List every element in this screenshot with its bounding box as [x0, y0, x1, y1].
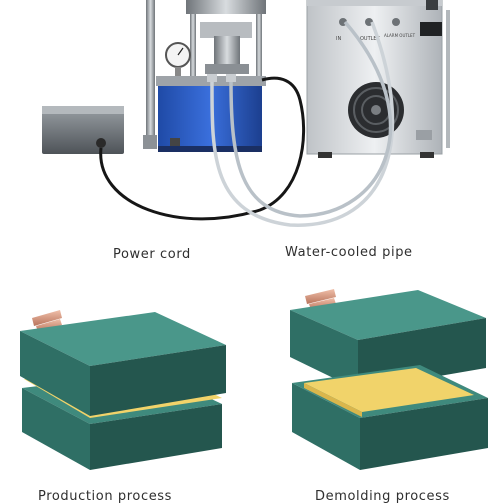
production-process-diagram — [20, 310, 226, 470]
power-cord-label: Power cord — [113, 247, 191, 262]
press-base — [158, 86, 262, 148]
press-top-plate — [186, 0, 266, 14]
control-box — [42, 106, 124, 154]
port-outlet-label: OUTLET — [360, 36, 381, 42]
hydraulic-press — [143, 0, 266, 152]
port-in-label: IN — [336, 36, 341, 42]
water-pipe-1 — [210, 21, 395, 227]
power-socket-icon — [420, 22, 442, 36]
water-pipe-2 — [229, 20, 393, 218]
press-mold — [214, 36, 240, 66]
water-cooled-pipe-label: Water-cooled pipe — [285, 245, 413, 260]
press-lever — [146, 0, 155, 140]
alarm-outlet-label: ALARM OUTLET — [384, 33, 416, 38]
demolding-process-label: Demolding process — [315, 489, 450, 504]
power-cord — [99, 76, 306, 221]
demolding-process-diagram — [290, 289, 488, 470]
production-process-label: Production process — [38, 489, 173, 504]
connector-icon — [96, 138, 106, 148]
water-chiller: IN OUTLET ALARM OUTLET — [306, 0, 450, 158]
